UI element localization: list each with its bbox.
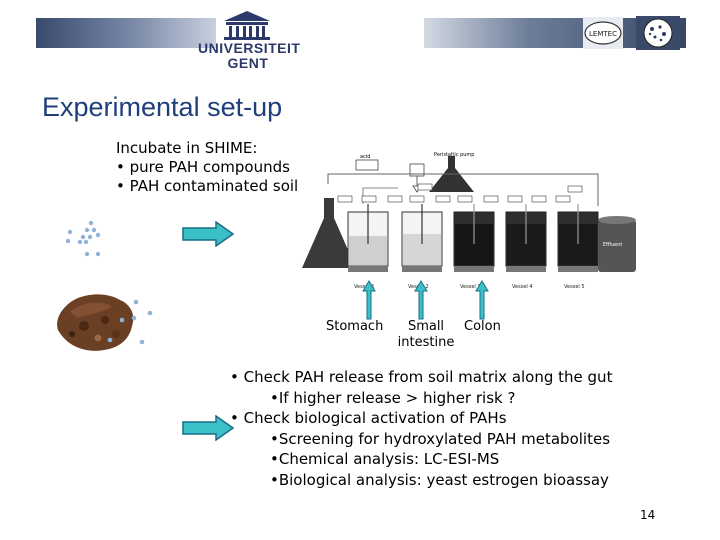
- soil-sample-image: [57, 294, 153, 351]
- dotted-circle-seal-icon: [636, 16, 680, 50]
- university-building-logo: [218, 8, 276, 40]
- objective-subitem: •Biological analysis: yeast estrogen bio…: [270, 470, 609, 489]
- objective-item: • Check biological activation of PAHs: [230, 409, 507, 427]
- wordmark-line-2: GENT: [227, 55, 269, 71]
- objective-subitem: •Screening for hydroxylated PAH metaboli…: [270, 429, 611, 448]
- page-number: 14: [640, 508, 656, 522]
- slide-title: Experimental set-up: [42, 92, 283, 122]
- effluent-label: Effluent: [603, 242, 622, 248]
- acid-bottle: [355, 159, 379, 171]
- wordmark-line-1: UNIVERSITEIT: [198, 40, 301, 56]
- incubation-item-pure-pah: • pure PAH compounds: [116, 158, 290, 176]
- vessel-label: Vessel 1: [354, 284, 375, 290]
- label-small-line-1: Small: [407, 319, 445, 334]
- vessel-label: Vessel 4: [512, 284, 533, 290]
- seal-text: LEMTEC: [589, 30, 617, 38]
- up-arrow-icon: [362, 280, 376, 320]
- up-arrow-icon: [414, 280, 428, 320]
- label-small-intestine: Small intestine: [396, 319, 456, 351]
- conical-flask: [302, 198, 356, 268]
- vessel-4: [505, 204, 547, 272]
- university-wordmark: UNIVERSITEIT GENT: [198, 40, 301, 71]
- objective-item: • Check PAH release from soil matrix alo…: [230, 368, 613, 386]
- vessel-5: [557, 204, 599, 272]
- incubation-heading: Incubate in SHIME:: [116, 139, 258, 157]
- right-arrow-icon: [182, 415, 234, 441]
- label-small-line-2: intestine: [397, 335, 455, 350]
- feed-pipe: [327, 173, 599, 206]
- objectives-list: • Check PAH release from soil matrix alo…: [230, 367, 612, 490]
- vessel-1: [347, 204, 389, 272]
- pah-molecules-icon: [65, 220, 101, 257]
- vessel-3: [453, 204, 495, 272]
- vessel-label: Vessel 3: [460, 284, 481, 290]
- up-arrow-icon: [475, 280, 489, 320]
- label-stomach: Stomach: [326, 319, 384, 334]
- effluent-tank: [598, 220, 636, 272]
- vessel-2: [401, 204, 443, 272]
- shime-apparatus-diagram: acid Peristaltic pump: [298, 146, 643, 296]
- incubation-item-soil: • PAH contaminated soil: [116, 177, 299, 195]
- pump-label: Peristaltic pump: [434, 152, 474, 158]
- header-banner-left: [36, 18, 216, 48]
- objective-subitem: •If higher release > higher risk ?: [270, 388, 516, 407]
- incubation-text: Incubate in SHIME: • pure PAH compounds …: [116, 139, 298, 196]
- right-arrow-icon: [182, 221, 234, 247]
- vessel-label: Vessel 5: [564, 284, 585, 290]
- lab-seal-icon: LEMTEC: [583, 17, 623, 49]
- objective-subitem: •Chemical analysis: LC-ESI-MS: [270, 450, 500, 468]
- label-colon: Colon: [464, 319, 501, 334]
- acid-label: acid: [360, 154, 370, 160]
